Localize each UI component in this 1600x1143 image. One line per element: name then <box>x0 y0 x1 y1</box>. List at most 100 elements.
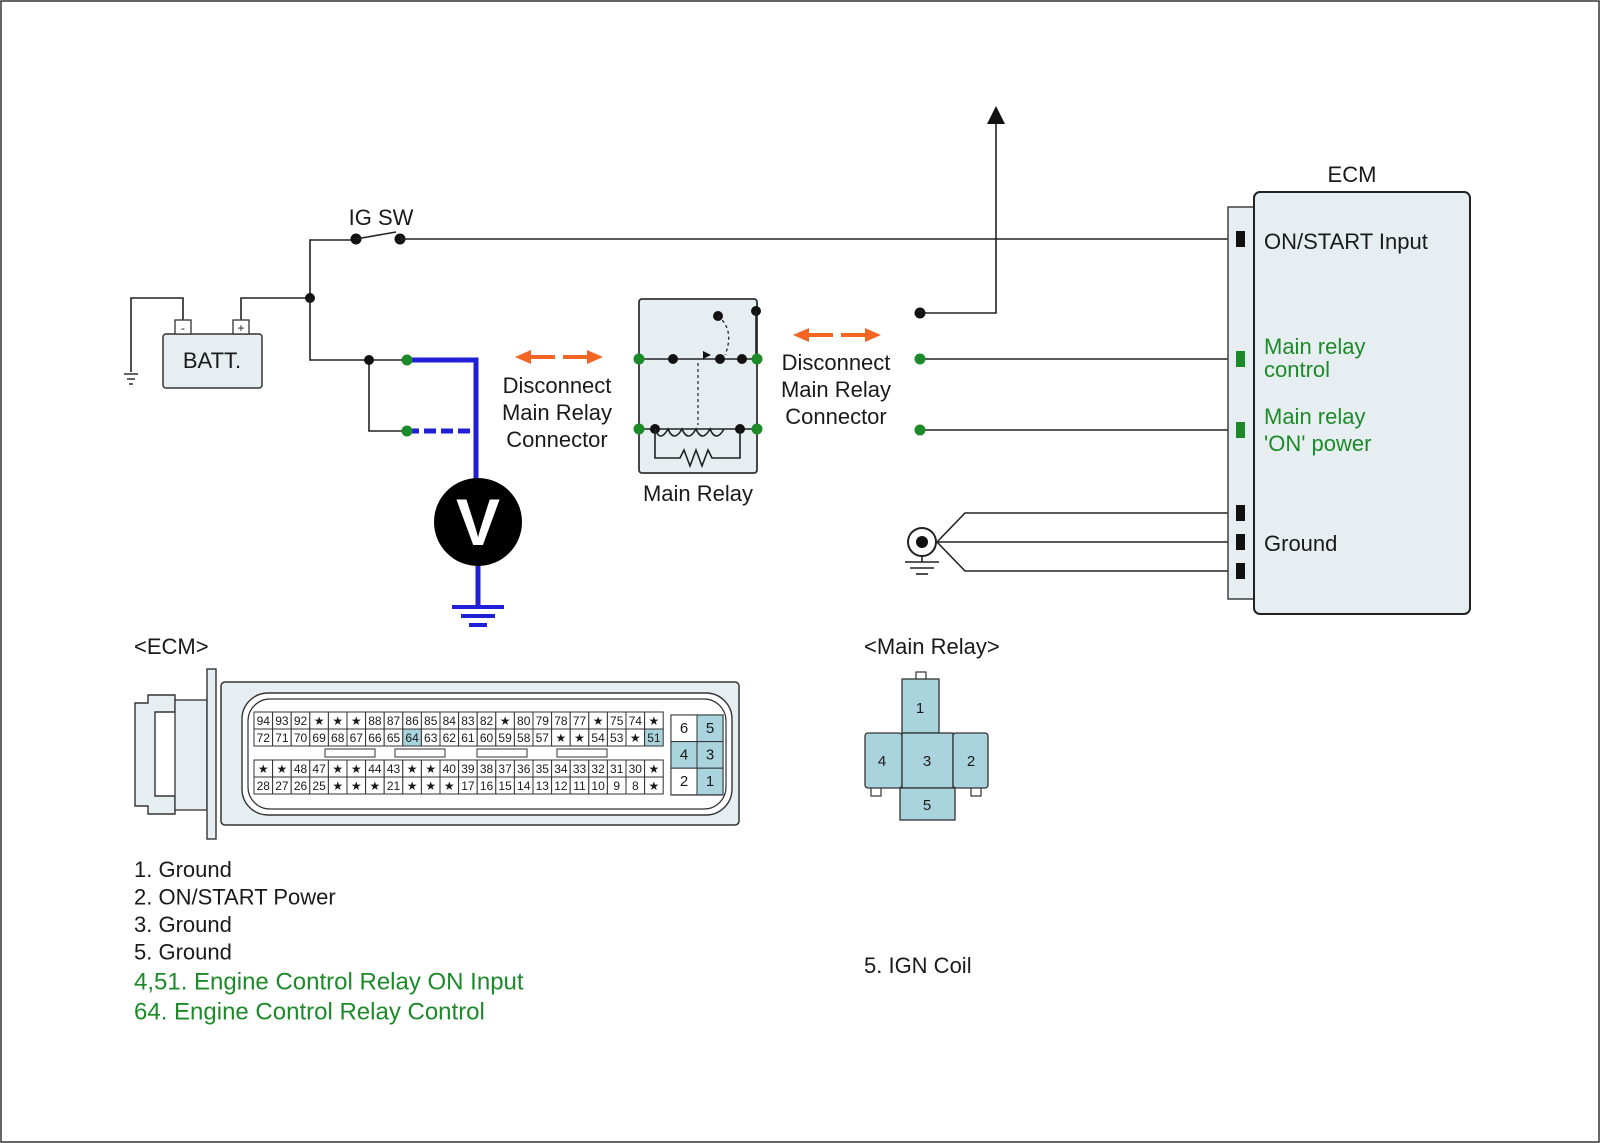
connector-key <box>394 748 446 758</box>
disconnect-left-line-1: Disconnect <box>503 373 612 398</box>
relay-pin-5 <box>899 787 956 821</box>
ecm-pin-label: ★ <box>277 762 288 776</box>
ecm-pin-label: 13 <box>536 779 550 793</box>
ecm-pin: ★ <box>644 759 664 778</box>
ecm-body <box>1253 191 1471 615</box>
ecm-pin: 38 <box>476 759 497 778</box>
ecm-pin: 69 <box>309 728 329 747</box>
ecm-pin-label: 37 <box>498 762 512 776</box>
main-relay-label: Main Relay <box>643 481 753 506</box>
ig-switch: IG SW <box>305 106 1232 319</box>
ecm-pin: 9 <box>606 776 627 795</box>
ecm-pin: ★ <box>588 711 608 730</box>
ecm-pin-label: ★ <box>258 762 269 776</box>
ecm-pin: 88 <box>365 711 385 730</box>
ecm-pin: ★ <box>309 711 329 730</box>
ecm-pin: ★ <box>420 776 441 795</box>
ecm-pin-label: 38 <box>480 762 494 776</box>
ecm-pin-label: 12 <box>554 779 568 793</box>
ecm-pin: ★ <box>439 776 460 795</box>
arrow-right-icon <box>865 328 881 342</box>
ecm-pin-label: 30 <box>629 762 643 776</box>
ecm-pin: 60 <box>476 728 497 747</box>
ecm-pin-label: 71 <box>275 731 289 745</box>
ecm-pin-label: 61 <box>461 731 475 745</box>
ecm-pin-label: 86 <box>405 714 419 728</box>
ig-switch-blade <box>355 231 397 240</box>
relay-coil-icon <box>654 427 725 437</box>
battery-minus-sign: - <box>181 321 185 335</box>
ecm-small-pin-label: 4 <box>680 747 688 764</box>
ecm-pin: 43 <box>383 759 404 778</box>
ecm-pin-label: 79 <box>536 714 550 728</box>
ecm-pin-label: 26 <box>294 779 308 793</box>
ecm-pin-label: 47 <box>312 762 326 776</box>
up-arrow-icon <box>987 106 1005 124</box>
ecm-pin: ★ <box>365 776 385 795</box>
ecm-pin-label: 82 <box>480 714 494 728</box>
ecm-pin: 12 <box>551 776 571 795</box>
ecm-pin-label: 77 <box>573 714 587 728</box>
ecm-pin-label: 72 <box>257 731 271 745</box>
ecm-pin-label: 21 <box>387 779 401 793</box>
ecm-pin-label: 36 <box>517 762 531 776</box>
ecm-pin: 92 <box>290 711 311 730</box>
ecm-small-pin-label: 5 <box>706 720 714 737</box>
ecm-pin-label: 66 <box>368 731 382 745</box>
ecm-pin-label: ★ <box>351 779 362 793</box>
relay-pin-2 <box>952 732 989 789</box>
ecm-pin-label: 25 <box>312 779 326 793</box>
ecm-pin-label: 70 <box>294 731 308 745</box>
relay-pin-3 <box>901 732 954 789</box>
ecm-pin-label: ★ <box>332 714 343 728</box>
ecm-pin: ★ <box>346 711 367 730</box>
ecm-pin: 66 <box>365 728 385 747</box>
ecm-pin: 17 <box>458 776 478 795</box>
ecm-pin-label: 80 <box>517 714 531 728</box>
arrow-left-icon <box>793 328 809 342</box>
ecm-pin: 80 <box>513 711 534 730</box>
ecm-pin: 83 <box>458 711 478 730</box>
ecm-pin: ★ <box>346 759 367 778</box>
ecm-pin: 84 <box>439 711 460 730</box>
ecm-pin-label: 14 <box>517 779 531 793</box>
ecm-pin-label: 34 <box>554 762 568 776</box>
ecm-pin: 72 <box>253 728 274 747</box>
ecm-pin: 31 <box>606 759 627 778</box>
ecm-pin: 63 <box>420 728 441 747</box>
ecm-pin: 37 <box>495 759 515 778</box>
ecm-pin-relay-power-2: 'ON' power <box>1264 431 1371 456</box>
ecm-pin: 11 <box>569 776 590 795</box>
ecm-pin: 27 <box>272 776 292 795</box>
ecm-pin-label: ★ <box>407 762 418 776</box>
ecm-pin-label: 27 <box>275 779 289 793</box>
ecm-pin-label: 9 <box>613 779 620 793</box>
ecm-pin-label: ★ <box>407 779 418 793</box>
ecm-pin: ★ <box>327 711 348 730</box>
ecm-pin-on-start: ON/START Input <box>1264 229 1428 254</box>
ecm-pin-relay-power-1: Main relay <box>1264 404 1365 429</box>
ecm-pin-label: 44 <box>368 762 382 776</box>
battery-negative-wire <box>130 297 184 372</box>
ecm-pin-label: 39 <box>461 762 475 776</box>
ecm-pin-label: 53 <box>610 731 624 745</box>
ecm-module: ECM ON/START Input Main relay control Ma… <box>1227 162 1471 615</box>
ecm-pin-label: ★ <box>630 731 641 745</box>
ecm-pin: ★ <box>644 711 664 730</box>
ecm-pin-label: 58 <box>517 731 531 745</box>
ecm-pin: 10 <box>588 776 608 795</box>
disconnect-right-line-3: Connector <box>785 404 887 429</box>
connector-key <box>324 748 376 758</box>
ecm-legend-item: 1. Ground <box>134 857 232 882</box>
ecm-small-pin-label: 1 <box>706 773 714 790</box>
ecm-pin-label: ★ <box>500 714 511 728</box>
ecm-legend-item: 3. Ground <box>134 912 232 937</box>
relay-resistor-icon <box>654 429 741 469</box>
ecm-pin-label: ★ <box>574 731 585 745</box>
ecm-pin: 36 <box>513 759 534 778</box>
disconnect-right-line-2: Main Relay <box>781 377 891 402</box>
ecm-pin: 53 <box>606 728 627 747</box>
disconnect-left-line-2: Main Relay <box>502 400 612 425</box>
